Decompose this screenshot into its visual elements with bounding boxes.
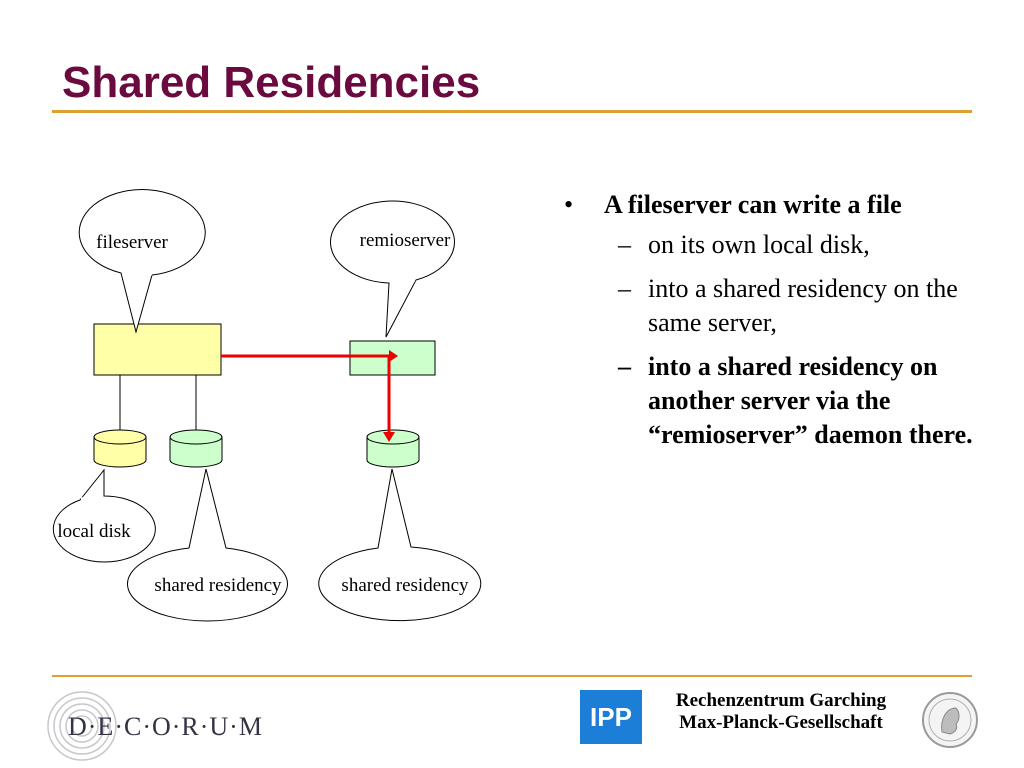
sub-bullet-text: into a shared residency on another serve… [648, 352, 973, 449]
sub-bullet-same-server: – into a shared residency on the same se… [560, 272, 980, 340]
ipp-logo: IPP [580, 690, 642, 744]
footer-divider [52, 675, 972, 677]
local-disk-icon [93, 429, 147, 468]
fileserver-callout: fileserver [78, 189, 206, 334]
dash-icon: – [618, 230, 631, 259]
institution-text: Rechenzentrum Garching Max-Planck-Gesell… [650, 690, 912, 734]
remioserver-callout: remioserver [330, 200, 455, 338]
arrow-head-right [389, 350, 398, 362]
decorum-swirl-logo-icon [47, 691, 117, 761]
sub-bullet-local-disk: – on its own local disk, [560, 228, 980, 262]
shared-residency-left-callout: shared residency [127, 468, 288, 622]
shared-residency-left-label: shared residency [154, 575, 282, 596]
shared-residency-disk-right-icon [366, 429, 420, 468]
slide-title: Shared Residencies [62, 58, 481, 107]
bullet-list: • A fileserver can write a file – on its… [560, 188, 980, 462]
shared-residency-disk-left-icon [169, 429, 223, 468]
institution-line-1: Rechenzentrum Garching [675, 690, 887, 711]
decorum-logo-text: D·E·C·O·R·U·M [68, 712, 263, 741]
dash-icon: – [618, 274, 631, 303]
remioserver-label: remioserver [360, 230, 451, 251]
dash-icon: – [618, 352, 631, 381]
sub-bullet-text: into a shared residency on the same serv… [648, 274, 958, 337]
arrow-head-down [383, 432, 395, 442]
minerva-seal-icon [922, 692, 978, 748]
sub-bullet-remote-server: – into a shared residency on another ser… [560, 350, 980, 452]
institution-line-2: Max-Planck-Gesellschaft [679, 712, 883, 733]
main-bullet-text: A fileserver can write a file [604, 190, 902, 219]
title-divider [52, 110, 972, 113]
main-bullet: • A fileserver can write a file [560, 188, 980, 222]
sub-bullet-text: on its own local disk, [648, 230, 870, 259]
local-disk-callout: local disk [52, 468, 156, 563]
bullet-dot-icon: • [564, 190, 574, 219]
shared-residency-right-label: shared residency [341, 575, 469, 596]
fileserver-box [93, 323, 222, 376]
fileserver-label: fileserver [96, 232, 168, 253]
shared-residency-right-callout: shared residency [318, 468, 482, 622]
local-disk-label: local disk [57, 521, 131, 542]
